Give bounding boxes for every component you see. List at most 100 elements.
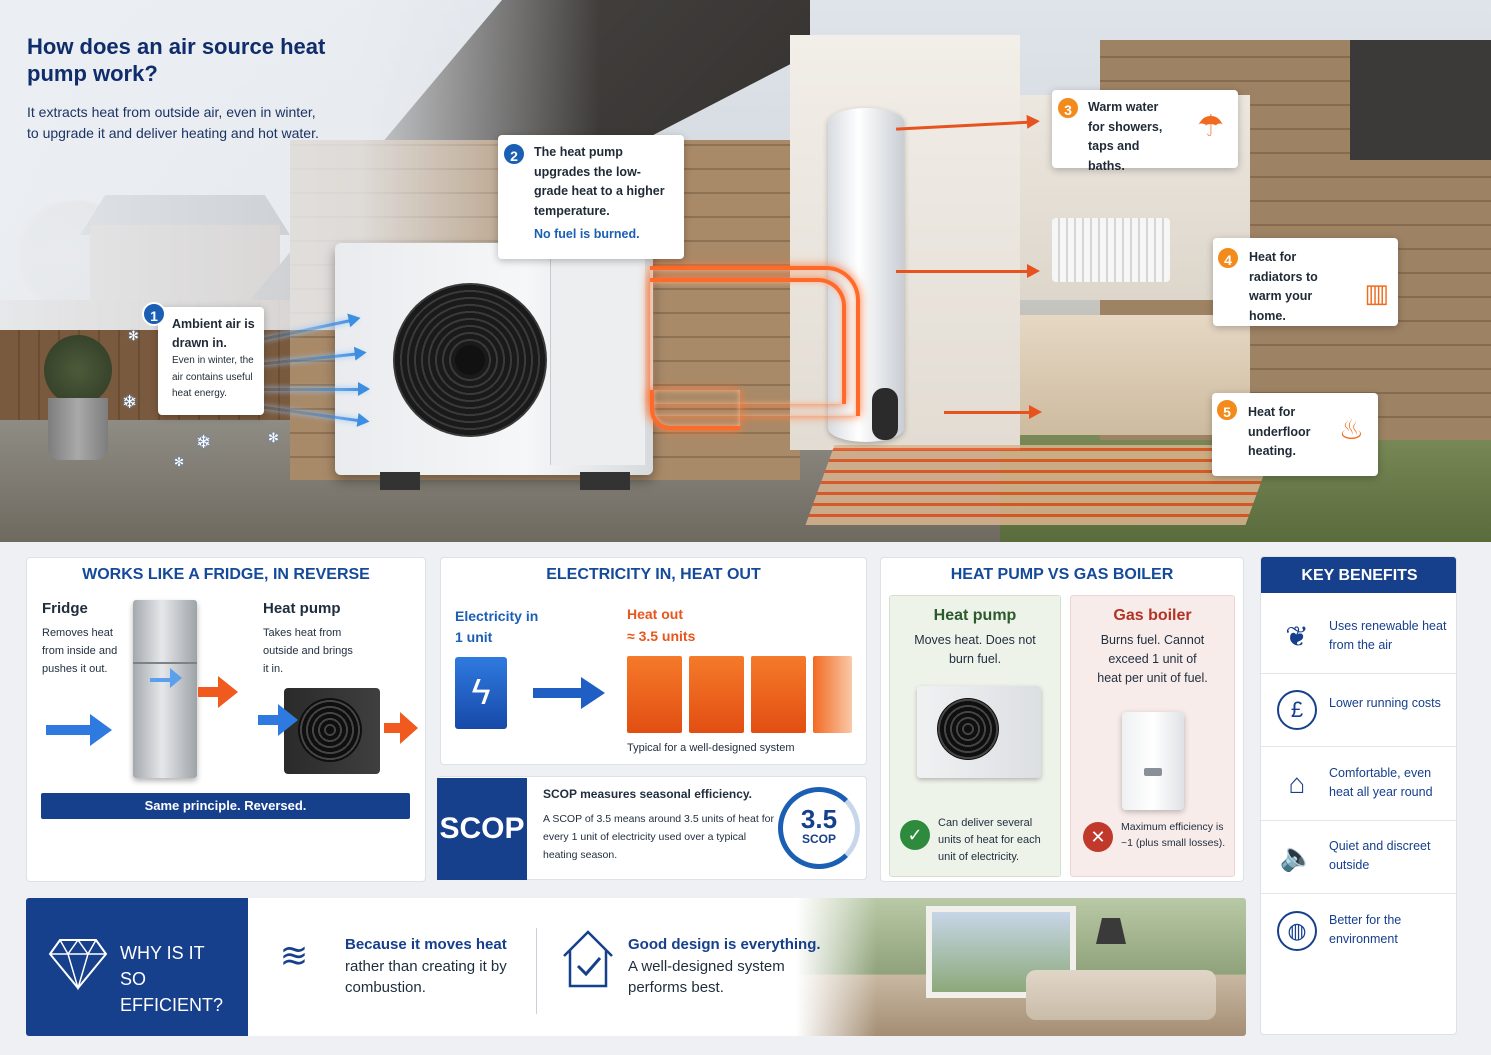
step-4-badge: 4 <box>1216 246 1240 270</box>
electricity-in-label: Electricity in <box>455 608 539 624</box>
scop-gauge-label: SCOP <box>801 832 836 846</box>
scop-body: A SCOP of 3.5 means around 3.5 units of … <box>543 813 774 861</box>
gas-boiler-card-title: Gas boiler <box>1113 607 1192 624</box>
heat-out-value: ≈ 3.5 units <box>627 628 696 644</box>
benefit-text: Lower running costs <box>1329 696 1441 710</box>
heat-pump-feet <box>380 472 630 490</box>
callout-step-4: Heat for radiators to warm your home. ▥ <box>1213 238 1398 326</box>
benefit-text: Comfortable, even heat all year round <box>1329 766 1433 799</box>
step-5-badge: 5 <box>1215 398 1239 422</box>
diamond-icon <box>48 938 108 991</box>
step-4-title: Heat for radiators to warm your home. <box>1249 250 1318 323</box>
why-efficient-block: WHY IS IT SO EFFICIENT? <box>26 898 248 1036</box>
scop-gauge: 3.5 SCOP <box>778 787 860 869</box>
heat-unit-bar <box>689 656 744 733</box>
vs-panel-title: HEAT PUMP VS GAS BOILER <box>950 566 1174 583</box>
plant-pot <box>48 398 108 460</box>
snowflake-icon: ✻ <box>174 455 185 469</box>
fridge-text: Removes heat from inside and pushes it o… <box>42 627 118 675</box>
step-5-title: Heat for underfloor heating. <box>1248 405 1311 458</box>
heat-pump-card-title: Heat pump <box>933 607 1017 624</box>
flow-pipe <box>650 278 846 404</box>
heat-unit-bar <box>751 656 806 733</box>
point-1-text: rather than creating it by combustion. <box>345 958 507 996</box>
lightning-icon: ϟ <box>471 671 491 712</box>
blue-arrow-in <box>46 714 112 746</box>
callout-step-5: Heat for underfloor heating. ♨ <box>1212 393 1378 476</box>
house-icon: ⌂ <box>1288 768 1306 799</box>
benefit-item: £ Lower running costs <box>1261 674 1456 747</box>
point-2-text: A well-designed system performs best. <box>628 958 785 996</box>
speaker-icon: 🔈 <box>1279 841 1315 872</box>
efficiency-strip: WHY IS IT SO EFFICIENT? ≋ Because it mov… <box>26 898 1246 1036</box>
hero-illustration: ❄ ❄ ✻ ✻ ✻ How does an air source heat pu… <box>0 0 1491 542</box>
gas-boiler-image <box>1122 712 1184 810</box>
potted-shrub <box>44 335 112 405</box>
step-1-title: Ambient air is drawn in. <box>172 317 255 350</box>
heat-unit-bar <box>813 656 852 733</box>
room-sofa <box>1026 970 1216 1020</box>
fridge-heading: Fridge <box>42 600 88 617</box>
heat-pump-card: Heat pump Moves heat. Does not burn fuel… <box>889 595 1061 877</box>
key-benefits-panel: KEY BENEFITS ❦ Uses renewable heat from … <box>1260 556 1457 1035</box>
right-roof <box>1350 40 1491 160</box>
intro-text: It extracts heat from outside air, even … <box>27 104 319 141</box>
check-icon: ✓ <box>900 820 930 850</box>
same-principle-banner: Same principle. Reversed. <box>41 793 410 819</box>
point-1-heading: Because it moves heat <box>345 936 507 953</box>
blue-arrow-hp <box>258 704 298 736</box>
electricity-bar: ϟ <box>455 657 507 729</box>
gas-boiler-card-desc: Burns fuel. Cannot exceed 1 unit of heat… <box>1097 633 1208 685</box>
step-3-title: Warm water for showers, taps and baths. <box>1088 100 1163 173</box>
expansion-vessel <box>872 388 898 440</box>
step-2-title: The heat pump upgrades the low-grade hea… <box>534 145 665 218</box>
snowflake-icon: ❄ <box>196 432 212 452</box>
gas-boiler-card: Gas boiler Burns fuel. Cannot exceed 1 u… <box>1070 595 1235 877</box>
page-title: How does an air source heat pump work? <box>27 34 326 86</box>
heat-pump-card-desc: Moves heat. Does not burn fuel. <box>914 633 1036 666</box>
gas-boiler-card-foot: Maximum efficiency is ~1 (plus small los… <box>1121 821 1226 849</box>
leaf-icon: ❦ <box>1285 621 1309 652</box>
heat-pump-mini-image <box>284 688 380 774</box>
cross-icon: ✕ <box>1083 822 1113 852</box>
heat-pump-fan <box>393 283 547 437</box>
house-check-icon <box>563 930 613 988</box>
heat-out-label: Heat out <box>627 606 683 622</box>
step-2-emphasis: No fuel is burned. <box>534 227 640 241</box>
radiator-arrow <box>896 264 1040 278</box>
blue-arrow-inside <box>150 668 184 690</box>
underfloor-heat-icon: ♨ <box>1338 414 1364 445</box>
scop-tag: SCOP <box>437 778 527 880</box>
pound-icon: £ <box>1277 690 1317 730</box>
strip-divider <box>536 928 537 1014</box>
heat-pump-unit <box>335 243 653 475</box>
heat-pump-card-fan <box>937 698 999 760</box>
step-1-badge: 1 <box>142 302 166 326</box>
heat-pump-heading: Heat pump <box>263 600 341 617</box>
step-1-detail: Even in winter, the air contains useful … <box>172 355 254 399</box>
fridge-panel-title: WORKS LIKE A FRIDGE, IN REVERSE <box>82 566 370 583</box>
cutaway-kitchen <box>1020 315 1250 435</box>
electricity-arrow <box>533 677 605 709</box>
why-line-1: WHY IS IT <box>120 943 205 963</box>
electricity-caption: Typical for a well-designed system <box>627 742 795 754</box>
globe-icon: ◍ <box>1277 911 1317 951</box>
radiator-icon: ▥ <box>1364 278 1389 308</box>
benefit-text: Uses renewable heat from the air <box>1329 619 1447 652</box>
why-line-2: SO EFFICIENT? <box>120 969 224 1015</box>
flow-pipe <box>650 266 860 416</box>
orange-arrow-out <box>198 676 238 708</box>
point-2-heading: Good design is everything. <box>628 936 821 953</box>
fridge-image <box>133 600 197 778</box>
key-benefits-title: KEY BENEFITS <box>1261 557 1456 593</box>
benefit-item: ◍ Better for the environment <box>1261 895 1456 968</box>
callout-step-1: Ambient air is drawn in. Even in winter,… <box>158 307 264 415</box>
step-3-badge: 3 <box>1056 96 1080 120</box>
shower-icon: ☂ <box>1197 110 1224 143</box>
callout-step-2: The heat pump upgrades the low-grade hea… <box>498 135 684 259</box>
scop-heading: SCOP measures seasonal efficiency. <box>543 787 752 801</box>
air-flow-arrow <box>250 382 370 396</box>
underfloor-pipes <box>805 445 1275 525</box>
benefit-item: ❦ Uses renewable heat from the air <box>1261 601 1456 674</box>
room-lamp <box>1096 918 1126 944</box>
